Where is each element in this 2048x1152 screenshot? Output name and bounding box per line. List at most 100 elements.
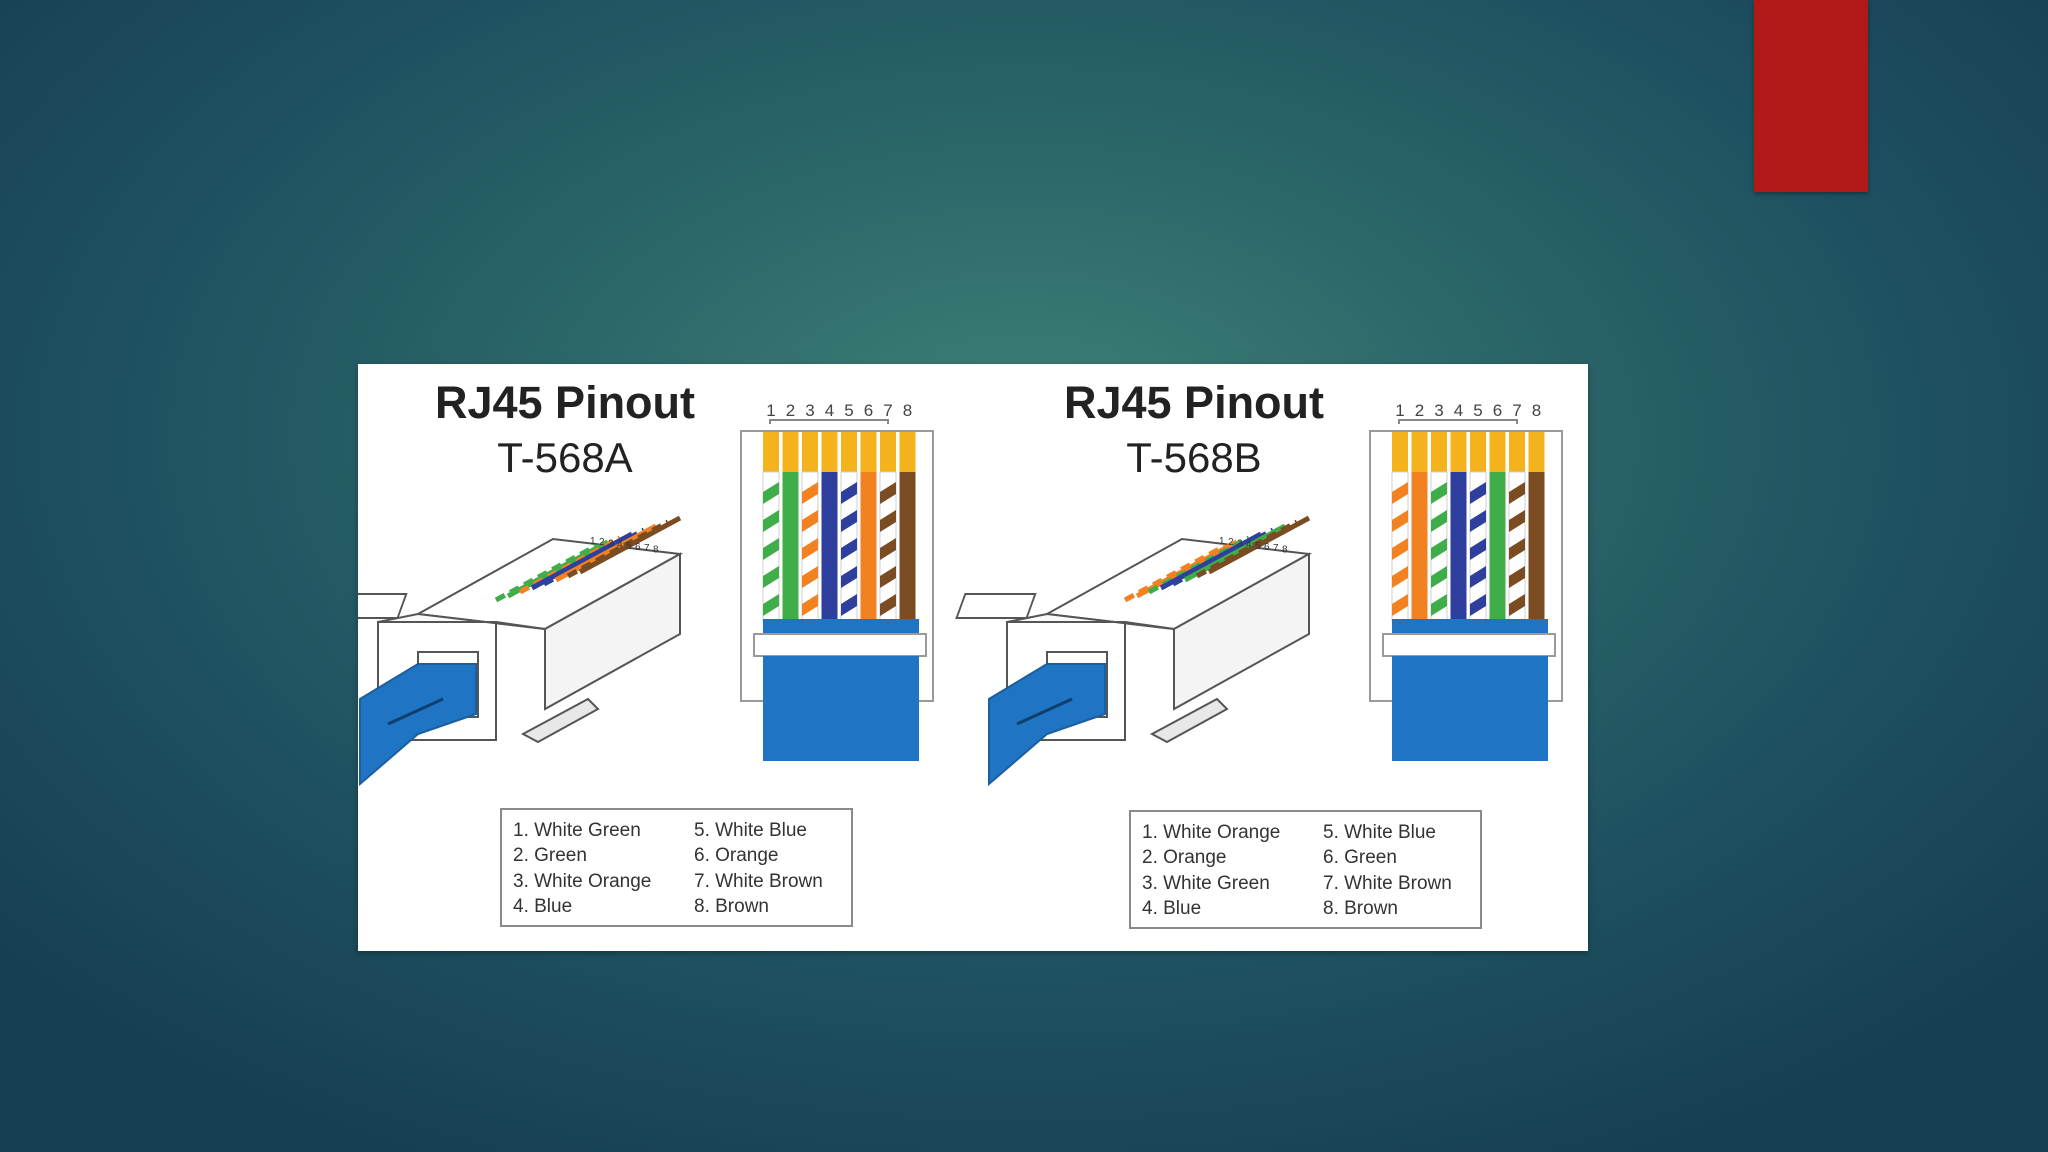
rj45-plug-illustration [358, 537, 684, 787]
wire-strands [1391, 471, 1545, 623]
plug-wires [494, 515, 682, 603]
plug-pin-number: 1 [1219, 536, 1225, 547]
legend-item: 8. Brown [694, 896, 769, 917]
wire [821, 472, 838, 622]
wire-stripe [1392, 594, 1408, 616]
legend-item: 1. White Green [513, 820, 641, 841]
pin-bracket [769, 419, 889, 424]
legend-item: 7. White Brown [694, 871, 823, 892]
legend-item: 5. White Blue [694, 820, 807, 841]
pin-bracket [1398, 419, 1518, 424]
wire-stripe [1470, 510, 1486, 532]
wire-stripe [841, 566, 857, 588]
pin-number: 4 [1454, 401, 1463, 420]
wire-stripe [1470, 482, 1486, 504]
cable-jacket [763, 656, 919, 761]
gold-contact [860, 432, 877, 472]
wire-stripe [802, 538, 818, 560]
wire [1489, 472, 1506, 622]
legend-item: 5. White Blue [1323, 822, 1436, 843]
wire-stripe [1431, 538, 1447, 560]
cable-jacket-top [763, 619, 919, 635]
legend-item: 6. Orange [694, 845, 779, 866]
plug-pin-number: 6 [1264, 542, 1270, 553]
wire [1450, 472, 1467, 622]
plug-pin-number: 4 [617, 540, 623, 551]
wire-stripe [841, 538, 857, 560]
pin-number: 5 [1473, 401, 1482, 420]
plug-front-top [377, 612, 546, 630]
wire-stripe [880, 566, 896, 588]
legend-item: 3. White Orange [513, 871, 651, 892]
cable-jacket-top [1392, 619, 1548, 635]
pin-number: 8 [903, 401, 912, 420]
gold-contact [1450, 432, 1467, 472]
wire-stripe [880, 482, 896, 504]
wire [1528, 472, 1545, 622]
diagram-standard: T-568A [497, 434, 632, 481]
legend-item: 4. Blue [1142, 898, 1201, 919]
legend-box [500, 808, 853, 927]
pin-number: 4 [825, 401, 834, 420]
wire [1411, 472, 1428, 622]
pin-number: 1 [1395, 401, 1404, 420]
crimp-bar [753, 633, 927, 657]
pin-number: 2 [1415, 401, 1424, 420]
wire-stripe [1431, 566, 1447, 588]
plug-window [358, 593, 408, 619]
diagram-title: RJ45 Pinout [1064, 377, 1324, 428]
plug-cable [988, 663, 1106, 787]
plug-front-top [1006, 612, 1175, 630]
wire-stripe [1392, 566, 1408, 588]
wire-stripe [1509, 538, 1525, 560]
wire [860, 472, 877, 622]
wire-stripe [1509, 482, 1525, 504]
pin-number: 7 [883, 401, 892, 420]
plug-pin-number: 7 [644, 543, 650, 554]
wire-stripe [880, 510, 896, 532]
wire-stripe [1431, 482, 1447, 504]
plug-pin-number: 8 [653, 544, 659, 555]
color-legend: 1. White Green 2. Green 3. White Orange … [500, 808, 853, 927]
pin-number: 1 [766, 401, 775, 420]
pin-number: 8 [1532, 401, 1541, 420]
legend-box [1129, 810, 1482, 929]
pin-number: 2 [786, 401, 795, 420]
wire-stripe [763, 510, 779, 532]
pin-number: 3 [805, 401, 814, 420]
plug-pin-number: 6 [635, 542, 641, 553]
plug-cable [359, 663, 477, 787]
plug-wires [1123, 515, 1311, 603]
legend-item: 6. Green [1323, 847, 1397, 868]
diagram-title: RJ45 Pinout [435, 377, 695, 428]
gold-contact [802, 432, 818, 472]
wire-stripe [1431, 594, 1447, 616]
plug-clip [520, 697, 600, 744]
gold-contact [880, 432, 896, 472]
legend-item: 2. Green [513, 845, 587, 866]
plug-cable-highlight [387, 697, 444, 726]
legend-item: 3. White Green [1142, 873, 1270, 894]
wire-stripe [1509, 510, 1525, 532]
gold-contact [1489, 432, 1506, 472]
wire [782, 472, 799, 622]
plug-window [955, 593, 1037, 619]
wire-stripe [880, 538, 896, 560]
plug-pin-number: 8 [1282, 544, 1288, 555]
wire-stripe [763, 594, 779, 616]
legend-item: 1. White Orange [1142, 822, 1280, 843]
pin-number: 3 [1434, 401, 1443, 420]
color-legend: 1. White Orange 2. Orange 3. White Green… [1129, 810, 1482, 929]
plug-pin-number: 4 [1246, 540, 1252, 551]
gold-contact [763, 432, 779, 472]
